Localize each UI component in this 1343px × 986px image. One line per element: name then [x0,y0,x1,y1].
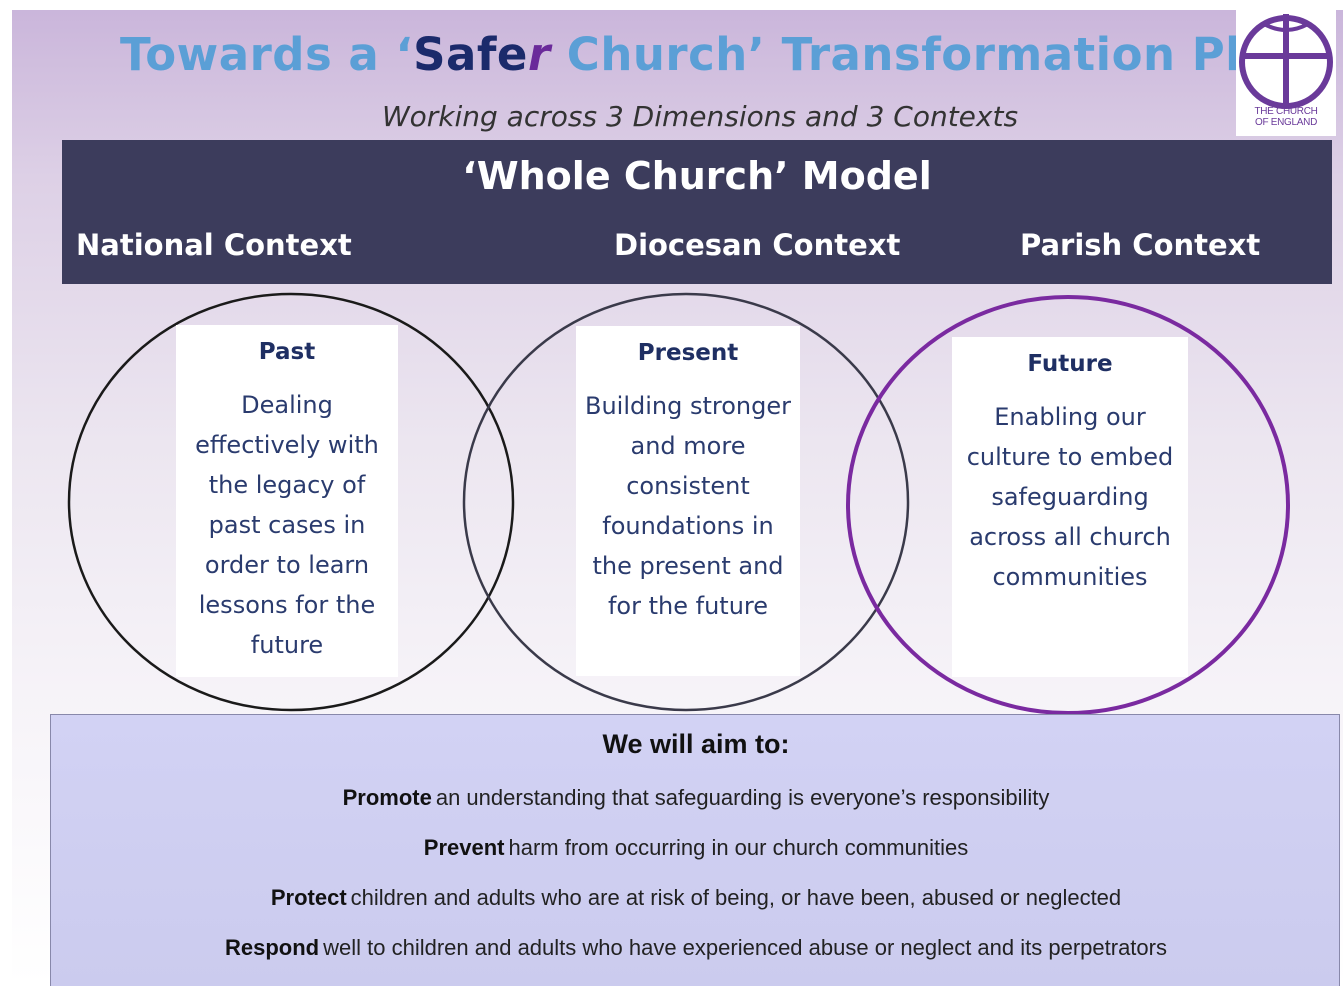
logo-text-line1: THE CHURCH [1254,106,1318,117]
aim-text: children and adults who are at risk of b… [350,885,1122,910]
church-of-england-logo: THE CHURCH OF ENGLAND [1236,10,1336,136]
dimension-card-present: Present Building stronger and more consi… [576,326,800,676]
dimension-text-future: Enabling our culture to embed safeguardi… [966,403,1174,591]
aim-verb: Protect [270,885,347,910]
aim-verb: Promote [342,785,432,810]
logo-wordmark: THE CHURCH OF ENGLAND [1236,106,1336,128]
church-logo-icon [1239,14,1333,109]
aim-verb: Prevent [423,835,505,860]
dimension-heading-present: Present [637,340,739,366]
page-title: Towards a ‘Safer Church’ Transformation … [120,28,1304,81]
dimension-heading-past: Past [258,339,316,365]
dimension-text-past: Dealing effectively with the legacy of p… [195,391,379,659]
dimension-text-present: Building stronger and more consistent fo… [584,392,791,620]
aims-heading: We will aim to: [602,729,790,759]
title-suffix: Church’ Transformation Plan [550,28,1305,81]
title-r: r [527,28,551,81]
context-parish: Parish Context [1020,228,1261,262]
aim-text: well to children and adults who have exp… [323,935,1167,960]
aim-verb: Respond [225,935,320,960]
page-subtitle: Working across 3 Dimensions and 3 Contex… [381,100,1019,133]
context-diocesan: Diocesan Context [614,228,901,262]
slide-left-margin [0,0,12,986]
aim-text: harm from occurring in our church commun… [508,835,969,860]
dimension-heading-future: Future [1027,351,1113,377]
logo-text-line2: OF ENGLAND [1254,117,1317,128]
aim-text: an understanding that safeguarding is ev… [435,785,1050,810]
dimension-card-future: Future Enabling our culture to embed saf… [952,337,1188,677]
dimension-card-past: Past Dealing effectively with the legacy… [176,325,398,677]
banner-title: ‘Whole Church’ Model [462,154,932,198]
context-national: National Context [76,228,352,262]
title-prefix: Towards a ‘ [120,28,414,81]
whole-church-banner: ‘Whole Church’ Model National Context Di… [62,140,1332,284]
slide-top-margin [0,0,1343,10]
title-safe: Safe [413,28,528,81]
